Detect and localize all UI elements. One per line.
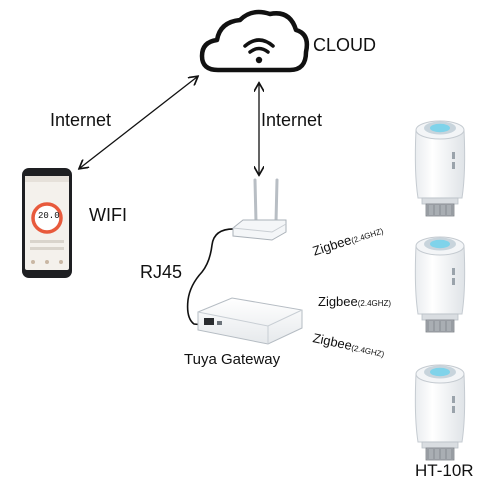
zigbee-label-2: Zigbee(2.4GHZ) xyxy=(318,294,391,309)
cloud-wifi-icon xyxy=(199,9,310,73)
edge-label-phone-cloud: Internet xyxy=(50,110,112,130)
valves-group xyxy=(414,120,466,461)
thermostatic-valve-icon xyxy=(414,236,466,333)
gateway-label: Tuya Gateway xyxy=(184,351,281,368)
thermostatic-valve-icon xyxy=(414,120,466,217)
smartphone-icon xyxy=(22,168,72,278)
gateway-box-icon xyxy=(197,297,303,345)
zigbee-label-2-sub: (2.4GHZ) xyxy=(357,299,392,308)
edge-label-rj45: RJ45 xyxy=(140,262,183,282)
zigbee-label-2-main: Zigbee xyxy=(318,294,358,309)
edge-rj45-cable xyxy=(186,228,237,326)
wifi-label: WIFI xyxy=(89,205,127,225)
cloud-label: CLOUD xyxy=(313,35,377,55)
thermostatic-valve-icon xyxy=(414,364,466,461)
edge-phone-cloud xyxy=(80,77,197,168)
edge-label-router-cloud: Internet xyxy=(261,110,323,130)
valves-label: HT-10R xyxy=(415,461,474,480)
wifi-router-icon xyxy=(232,178,287,241)
phone-screen-value: 20.0 xyxy=(38,211,60,221)
